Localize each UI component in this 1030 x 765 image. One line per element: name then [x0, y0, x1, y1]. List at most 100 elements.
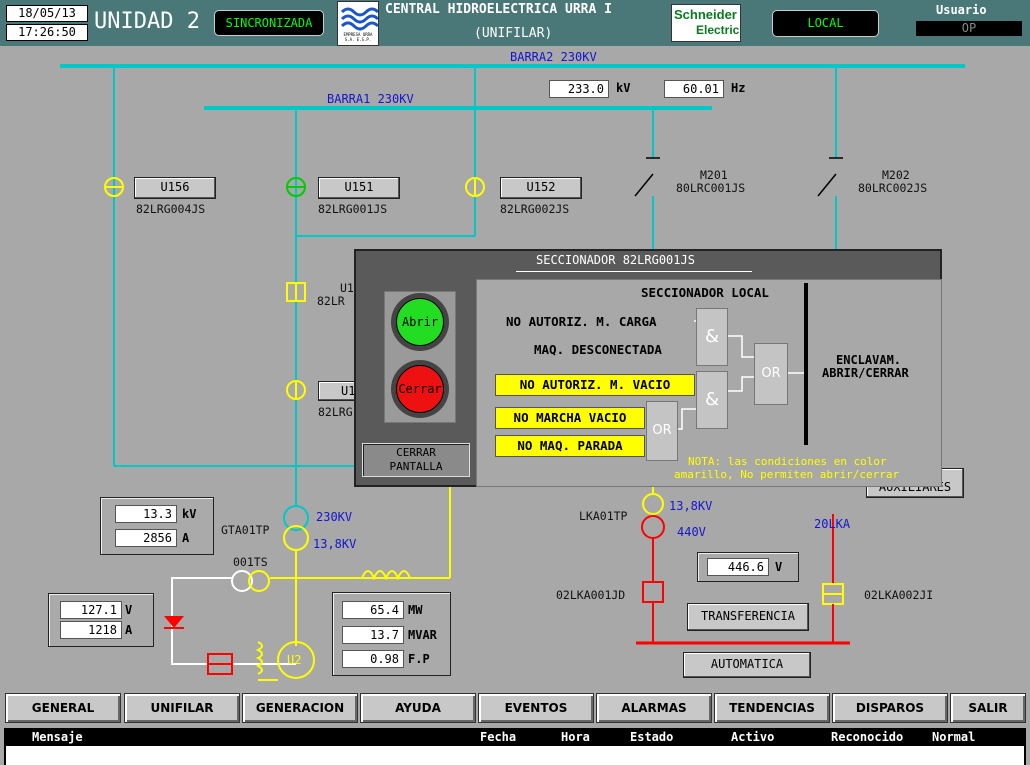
- popup-title-underline: [516, 271, 752, 272]
- col-mensaje[interactable]: Mensaje: [32, 730, 83, 744]
- switch-m202-name: M202: [882, 168, 910, 182]
- col-reconocido[interactable]: Reconocido: [831, 730, 904, 744]
- nav-eventos-button[interactable]: EVENTOS: [478, 693, 594, 723]
- urra-logo-text: EMPRESA URRA S.A. E.S.P.: [343, 32, 373, 42]
- lka-voltage-unit: V: [775, 560, 783, 574]
- nav-disparos-button[interactable]: DISPAROS: [832, 693, 948, 723]
- switch-u156-tag[interactable]: U156: [134, 177, 216, 199]
- active-power-value: 65.4: [342, 601, 404, 619]
- col-estado[interactable]: Estado: [630, 730, 674, 744]
- plant-subtitle: (UNIFILAR): [474, 26, 553, 41]
- lka-voltage-value: 446.6: [707, 558, 769, 576]
- interlock-label-1: ENCLAVAM.: [836, 353, 902, 367]
- disconnector-popup: SECCIONADOR 82LRG001JS Abrir Cerrar CERR…: [354, 249, 942, 487]
- nav-alarmas-button[interactable]: ALARMAS: [596, 693, 712, 723]
- interlock-label-2: ABRIR/CERRAR: [822, 366, 909, 380]
- transfer-button[interactable]: TRANSFERENCIA: [687, 603, 809, 631]
- reactive-power-value: 13.7: [342, 626, 404, 644]
- urra-logo-icon: [340, 7, 380, 31]
- alarm-table-row[interactable]: [6, 746, 1024, 765]
- close-button-lamp[interactable]: Cerrar: [396, 365, 444, 413]
- close-button[interactable]: Cerrar: [391, 360, 449, 418]
- open-button[interactable]: Abrir: [391, 293, 449, 351]
- close-screen-line1[interactable]: CERRAR: [396, 446, 436, 459]
- nav-tendencias-button[interactable]: TENDENCIAS: [714, 693, 830, 723]
- switch-u151-tag[interactable]: U151: [318, 177, 400, 199]
- gen-current-value: 2856: [115, 529, 177, 547]
- close-screen-line2[interactable]: PANTALLA: [389, 460, 443, 473]
- power-factor-unit: F.P: [408, 652, 430, 666]
- gta-lv: 13,8KV: [313, 537, 357, 551]
- date-display: 18/05/13: [6, 5, 88, 22]
- nav-unifilar-button[interactable]: UNIFILAR: [124, 693, 240, 723]
- aux-current-value: 1218: [60, 621, 122, 639]
- gen-voltage-unit: kV: [182, 507, 197, 521]
- col-fecha[interactable]: Fecha: [480, 730, 517, 744]
- switch-u1b-code: 82LRG: [318, 405, 353, 419]
- bus-voltage-unit: kV: [616, 81, 631, 95]
- cond-no-maq-parada: NO MAQ. PARADA: [495, 435, 645, 457]
- note-line-1: NOTA: las condiciones en color: [688, 455, 887, 468]
- switch-u152-tag[interactable]: U152: [500, 177, 582, 199]
- interlock-bar: [804, 283, 808, 445]
- reactive-power-unit: MVAR: [408, 628, 437, 642]
- lka-hv: 13,8KV: [669, 499, 713, 513]
- schneider-logo: Schneider Electric: [671, 4, 741, 42]
- popup-title: SECCIONADOR 82LRG001JS: [536, 253, 695, 267]
- active-power-unit: MW: [408, 603, 423, 617]
- lka-name: LKA01TP: [579, 509, 628, 523]
- barra2-label: BARRA2 230KV: [510, 50, 597, 64]
- lka-switch1-code: 02LKA001JD: [556, 588, 626, 602]
- lka-20-label: 20LKA: [814, 517, 851, 531]
- sync-status: SINCRONIZADA: [214, 10, 324, 36]
- generator-label: U2: [287, 653, 302, 667]
- col-normal[interactable]: Normal: [932, 730, 976, 744]
- switch-u1a-name: U1: [340, 281, 354, 295]
- user-value: OP: [916, 21, 1022, 36]
- switch-u152-code: 82LRG002JS: [500, 202, 570, 216]
- col-activo[interactable]: Activo: [731, 730, 775, 744]
- cond-no-autoriz-vacio: NO AUTORIZ. M. VACIO: [495, 374, 695, 396]
- schneider-logo-line2: Electric: [696, 23, 740, 37]
- plant-title: CENTRAL HIDROELECTRICA URRA I: [385, 2, 612, 17]
- switch-u1a-code: 82LR: [317, 294, 345, 308]
- single-line-diagram: [60, 64, 965, 681]
- or-gate-1: OR: [754, 343, 788, 405]
- logic-local-label: SECCIONADOR LOCAL: [641, 285, 769, 300]
- aux-voltage-value: 127.1: [60, 601, 122, 619]
- schneider-logo-line1: Schneider: [674, 7, 737, 22]
- gen-voltage-value: 13.3: [115, 505, 177, 523]
- aux-voltage-unit: V: [125, 603, 133, 617]
- switch-m202-code: 80LRC002JS: [858, 181, 928, 195]
- cond-no-autoriz-carga: NO AUTORIZ. M. CARGA: [506, 314, 657, 329]
- ts-name: 001TS: [233, 555, 268, 569]
- bus-voltage-value: 233.0: [549, 80, 609, 98]
- gta-name: GTA01TP: [221, 523, 270, 537]
- bus-freq-unit: Hz: [731, 81, 746, 95]
- lka-lv: 440V: [677, 525, 706, 539]
- cond-maq-desconectada: MAQ. DESCONECTADA: [534, 342, 662, 357]
- nav-salir-button[interactable]: SALIR: [950, 693, 1026, 723]
- nav-general-button[interactable]: GENERAL: [5, 693, 121, 723]
- switch-m201-code: 80LRC001JS: [676, 181, 746, 195]
- nav-generacion-button[interactable]: GENERACION: [242, 693, 358, 723]
- note-line-2: amarillo, No permiten abrir/cerrar: [674, 468, 900, 481]
- lka-switch2-code: 02LKA002JI: [864, 588, 934, 602]
- unit-title: UNIDAD 2: [94, 9, 200, 34]
- user-label: Usuario: [936, 3, 987, 17]
- urra-logo: EMPRESA URRA S.A. E.S.P.: [337, 1, 380, 46]
- aux-current-unit: A: [125, 623, 133, 637]
- gta-hv: 230KV: [316, 510, 353, 524]
- nav-ayuda-button[interactable]: AYUDA: [360, 693, 476, 723]
- or-gate-2: OR: [646, 401, 678, 461]
- open-button-lamp[interactable]: Abrir: [396, 298, 444, 346]
- power-factor-value: 0.98: [342, 650, 404, 668]
- switch-u151-code: 82LRG001JS: [318, 202, 388, 216]
- mode-button[interactable]: LOCAL: [772, 10, 879, 37]
- col-hora[interactable]: Hora: [561, 730, 590, 744]
- automatic-button[interactable]: AUTOMATICA: [683, 652, 811, 678]
- close-screen-button[interactable]: CERRAR PANTALLA: [362, 443, 470, 477]
- barra1-label: BARRA1 230KV: [327, 92, 414, 106]
- time-display: 17:26:50: [6, 24, 88, 41]
- switch-u156-code: 82LRG004JS: [136, 202, 206, 216]
